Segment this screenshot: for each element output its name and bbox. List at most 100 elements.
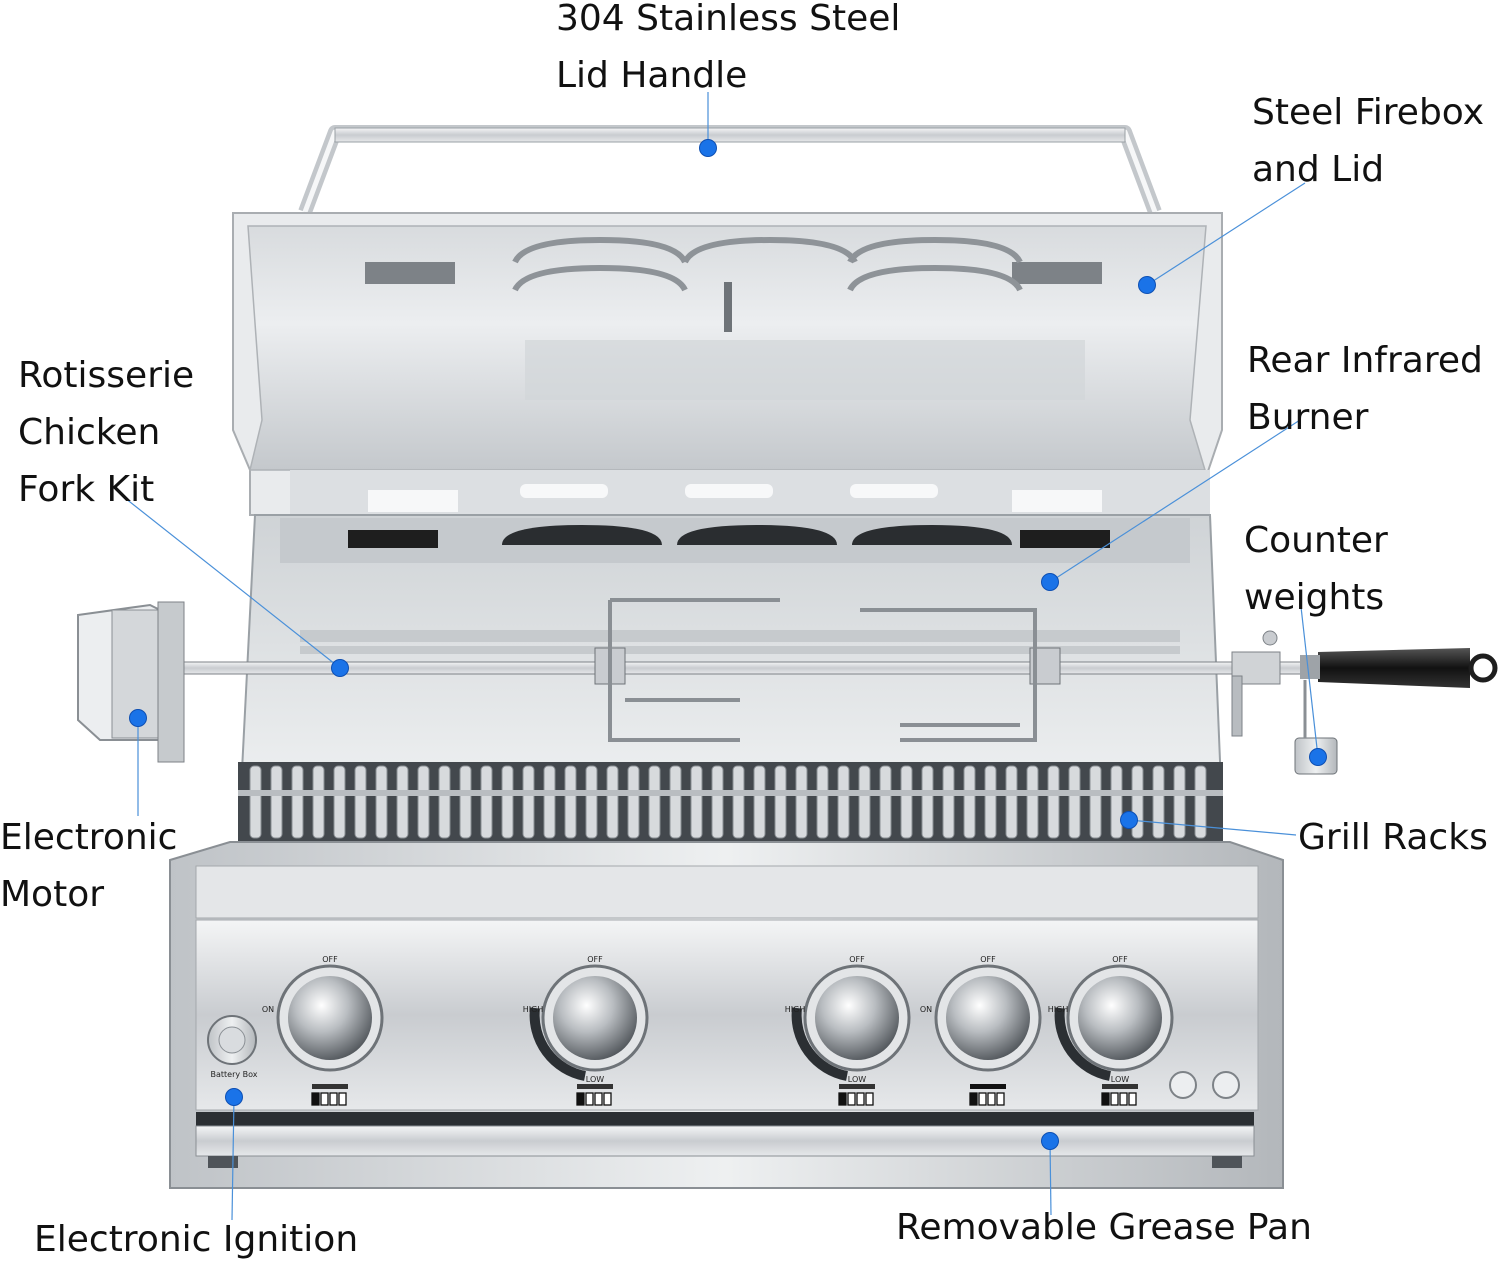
rotisserie-spit xyxy=(174,598,1498,775)
marker-grease-pan xyxy=(1041,1132,1059,1150)
grill-rack-bar xyxy=(459,765,472,839)
knob-off-mark: OFF xyxy=(587,955,603,964)
knob-side-mark: ON xyxy=(262,1005,274,1014)
grill-rack-bar xyxy=(438,765,451,839)
grill-rack-bar xyxy=(480,765,493,839)
grill-rack-bar xyxy=(858,765,871,839)
grill-rack-bar xyxy=(1005,765,1018,839)
callout-electronic-motor: Electronic Motor xyxy=(0,817,178,915)
marker-rotisserie-kit xyxy=(331,659,349,677)
grill-rack-bar xyxy=(543,765,556,839)
leader-line-rotisserie-kit xyxy=(124,497,341,669)
grill-rack-bar xyxy=(984,765,997,839)
flame-level-indicator xyxy=(311,1084,348,1106)
rotisserie-motor xyxy=(77,601,185,763)
grill-rack-bar xyxy=(732,765,745,839)
grill-rack-bar xyxy=(1173,765,1186,839)
knob-off-mark: OFF xyxy=(1112,955,1128,964)
grill-rack-bar xyxy=(501,765,514,839)
grill-rack-bar xyxy=(1068,765,1081,839)
grill-rack-bar xyxy=(606,765,619,839)
grill-rack-bar xyxy=(1194,765,1207,839)
knob-low-mark: LOW xyxy=(848,1075,866,1084)
callout-firebox-lid: Steel Firebox and Lid xyxy=(1252,92,1485,190)
grill-rack-bar xyxy=(291,765,304,839)
grill-rack-bar xyxy=(837,765,850,839)
grill-rack-bar xyxy=(648,765,661,839)
leader-line-rear-burner xyxy=(1049,419,1301,583)
knob-side-mark: HIGH xyxy=(785,1005,806,1014)
grill-rack-bar xyxy=(963,765,976,839)
marker-firebox-lid xyxy=(1138,276,1156,294)
flame-level-indicator xyxy=(576,1084,613,1106)
callout-electronic-ignition: Electronic Ignition xyxy=(34,1219,359,1260)
grill-rack-bar xyxy=(333,765,346,839)
callout-lid-handle: 304 Stainless Steel Lid Handle xyxy=(556,0,901,96)
burner-knob[interactable] xyxy=(529,964,649,1081)
callout-counter-weights: Counter weights xyxy=(1244,520,1388,618)
leader-line-counter-weights xyxy=(1299,597,1319,758)
knob-side-mark: HIGH xyxy=(523,1005,544,1014)
burner-knob[interactable] xyxy=(934,964,1042,1072)
grill-racks xyxy=(238,762,1223,842)
burner-knob[interactable] xyxy=(1054,964,1174,1081)
battery-box-label: Battery Box xyxy=(210,1070,257,1079)
knob-low-mark: LOW xyxy=(1111,1075,1129,1084)
grill-rack-bar xyxy=(753,765,766,839)
grill-rack-bar xyxy=(627,765,640,839)
leader-line-grill-racks xyxy=(1128,819,1297,836)
indicator-lights xyxy=(1169,1071,1240,1099)
knob-side-mark: HIGH xyxy=(1048,1005,1069,1014)
leader-line-grease-pan xyxy=(1049,1140,1052,1216)
marker-lid-handle xyxy=(699,139,717,157)
grill-rack-bar xyxy=(522,765,535,839)
grill-rack-bar xyxy=(774,765,787,839)
grill-rack-bar xyxy=(375,765,388,839)
grill-rack-bar xyxy=(270,765,283,839)
grill-rack-bar xyxy=(417,765,430,839)
knob-off-mark: OFF xyxy=(322,955,338,964)
knob-off-mark: OFF xyxy=(980,955,996,964)
knob-off-mark: OFF xyxy=(849,955,865,964)
leader-lines xyxy=(124,92,1319,1221)
knob-side-mark: ON xyxy=(920,1005,932,1014)
callout-markers xyxy=(129,139,1327,1150)
marker-electronic-ignition xyxy=(225,1088,243,1106)
grill-rack-bar xyxy=(312,765,325,839)
grill-rack-bar xyxy=(942,765,955,839)
marker-rear-burner xyxy=(1041,573,1059,591)
grill-rack-bar xyxy=(1152,765,1165,839)
marker-counter-weights xyxy=(1309,748,1327,766)
leader-line-electronic-ignition xyxy=(231,1096,235,1221)
lid-handle xyxy=(298,125,1162,215)
leader-line-firebox-lid xyxy=(1146,182,1306,286)
control-knobs xyxy=(276,964,1174,1081)
callout-grease-pan: Removable Grease Pan xyxy=(896,1207,1312,1248)
flame-level-indicator xyxy=(1101,1084,1138,1106)
marker-electronic-motor xyxy=(129,709,147,727)
marker-grill-racks xyxy=(1120,811,1138,829)
grill-lid xyxy=(232,212,1223,516)
flame-level-indicator xyxy=(838,1084,875,1106)
grill-rack-bar xyxy=(879,765,892,839)
flame-level-indicator xyxy=(969,1084,1006,1106)
callout-grill-racks: Grill Racks xyxy=(1298,817,1488,858)
grill-rack-bar xyxy=(1089,765,1102,839)
grill-rack-bar xyxy=(669,765,682,839)
grill-rack-bar xyxy=(1047,765,1060,839)
knob-low-mark: LOW xyxy=(586,1075,604,1084)
grill-rack-bar xyxy=(564,765,577,839)
burner-knob[interactable] xyxy=(791,964,911,1081)
grill-rack-bar xyxy=(690,765,703,839)
grill-rack-bar xyxy=(249,765,262,839)
grill-rack-bar xyxy=(795,765,808,839)
burner-knob[interactable] xyxy=(276,964,384,1072)
grill-rack-bar xyxy=(900,765,913,839)
grill-rack-bar xyxy=(585,765,598,839)
callout-rear-burner: Rear Infrared Burner xyxy=(1247,340,1483,438)
grill-rack-bar xyxy=(354,765,367,839)
callout-rotisserie-kit: Rotisserie Chicken Fork Kit xyxy=(18,355,195,510)
grill-rack-bar xyxy=(921,765,934,839)
